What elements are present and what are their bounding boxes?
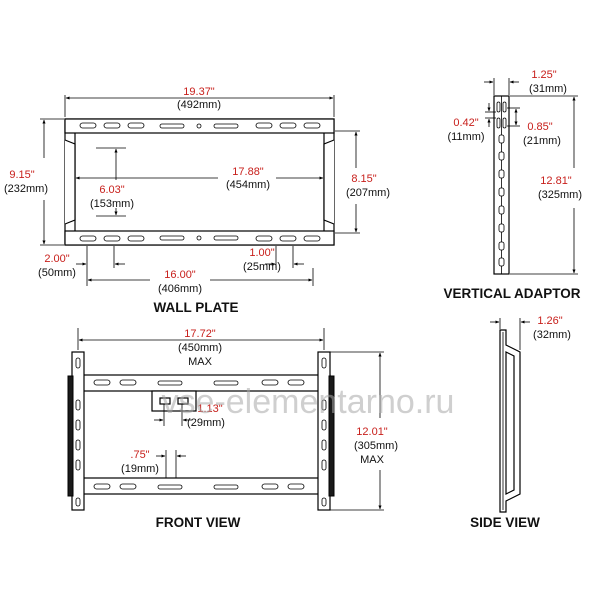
fv-width-mm: (450mm) [178, 342, 222, 354]
front-center-bracket [151, 390, 197, 412]
wall-plate-view: 19.37" (492mm) 9.15" (232mm) 8.15" (207m… [4, 86, 390, 315]
sv-depth-mm: (32mm) [533, 329, 571, 341]
wp-offset-mm: (50mm) [38, 267, 76, 279]
front-left-adaptor [71, 351, 85, 511]
va-width-in: 1.25" [531, 69, 556, 81]
wp-slot-in: 1.00" [249, 247, 274, 259]
adaptor-slots [496, 101, 507, 267]
va-slot-in: 0.85" [527, 121, 552, 133]
fv-offset2-mm: (19mm) [121, 463, 159, 475]
wp-inner-height-in: 8.15" [351, 173, 376, 185]
sv-depth-in: 1.26" [537, 315, 562, 327]
vertical-adaptor-view: 1.25" (31mm) 0.42" (11mm) 0.85" (21mm) 1… [443, 69, 582, 301]
wp-height-in: 9.15" [9, 169, 34, 181]
fv-height-mm: (305mm) [354, 440, 398, 452]
va-hole-in: 0.42" [453, 117, 478, 129]
wp-overall-width-mm: (492mm) [177, 99, 221, 111]
fv-offset2-in: .75" [130, 449, 149, 461]
side-view: 1.26" (32mm) SIDE VIEW [470, 315, 571, 530]
fv-width-in: 17.72" [184, 328, 216, 340]
wp-offset-in: 2.00" [44, 253, 69, 265]
vertical-adaptor-title: VERTICAL ADAPTOR [443, 286, 580, 301]
wall-plate-bottom-slots [79, 235, 321, 242]
va-length-in: 12.81" [540, 175, 572, 187]
fv-offset1-in: 1.13" [197, 403, 222, 415]
wall-plate-outline [64, 118, 335, 246]
wp-inner-v-mm: (153mm) [90, 198, 134, 210]
va-length-mm: (325mm) [538, 189, 582, 201]
fv-height-max: MAX [360, 454, 385, 466]
wp-bottom-width-mm: (406mm) [158, 283, 202, 295]
wp-overall-width-in: 19.37" [183, 86, 215, 98]
watermark-text: vse-elementarno.ru [162, 383, 455, 421]
wp-bottom-width-in: 16.00" [164, 269, 196, 281]
va-slot-mm: (21mm) [523, 135, 561, 147]
fv-height-in: 12.01" [356, 426, 388, 438]
side-view-title: SIDE VIEW [470, 515, 540, 530]
wp-inner-height-mm: (207mm) [346, 187, 390, 199]
front-view-title: FRONT VIEW [156, 515, 241, 530]
wp-slot-mm: (25mm) [243, 261, 281, 273]
va-width-mm: (31mm) [529, 83, 567, 95]
wp-height-mm: (232mm) [4, 183, 48, 195]
wp-center-width-in: 17.88" [232, 166, 264, 178]
wp-center-width-mm: (454mm) [226, 179, 270, 191]
front-right-adaptor [317, 351, 331, 511]
wall-plate-top-slots [79, 122, 321, 129]
wp-inner-v-in: 6.03" [99, 184, 124, 196]
wall-plate-title: WALL PLATE [154, 300, 239, 315]
front-rail-slots [93, 379, 305, 490]
va-hole-mm: (11mm) [447, 131, 484, 143]
fv-width-max: MAX [188, 356, 213, 368]
fv-offset1-mm: (29mm) [187, 417, 225, 429]
front-view: 17.72" (450mm) MAX 12.01" (305mm) MAX 1.… [67, 328, 398, 530]
